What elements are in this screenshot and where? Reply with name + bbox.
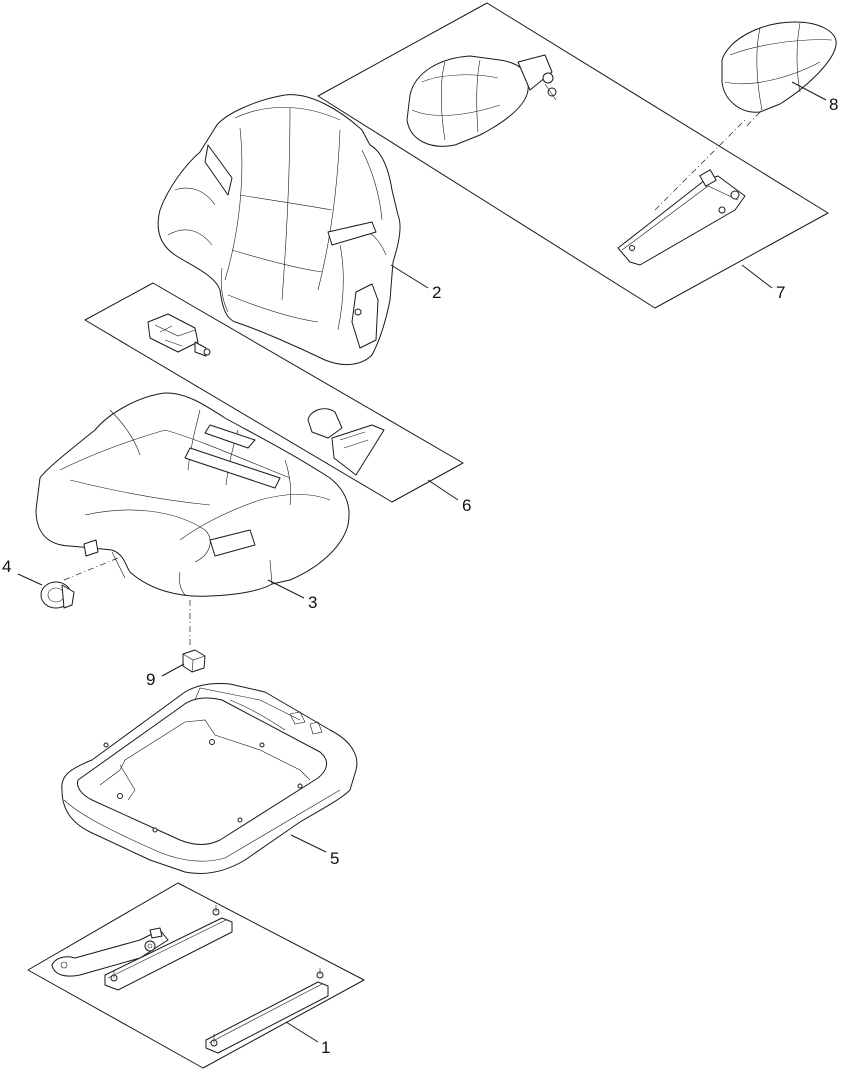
belt-latch [307,408,385,476]
backrest [157,94,401,366]
callout-4: 4 [2,557,11,576]
callout-5: 5 [330,849,339,868]
callout-8: 8 [829,95,838,114]
callout-3: 3 [308,593,317,612]
release-bar [51,927,169,977]
spring-stop [182,649,206,673]
callout-7: 7 [776,283,785,302]
armrest-bracket [617,119,746,266]
callout-6: 6 [462,496,471,515]
leader-lines [17,81,827,1043]
slide-rail-plane [27,882,365,1069]
slide-rail-lower [205,968,329,1054]
armrest-pad [721,21,837,129]
armrest-kit-plane [317,2,829,309]
lever-assembly [147,313,211,357]
armrest-left [406,54,557,147]
slide-rail-upper [104,905,233,991]
callout-2: 2 [432,283,441,302]
seat-pan [61,683,358,874]
callout-1: 1 [321,1038,330,1057]
seat-cushion [35,392,350,648]
callout-9: 9 [146,670,155,689]
hardware-kit-plane [84,282,464,503]
adjustment-knob [40,581,75,609]
